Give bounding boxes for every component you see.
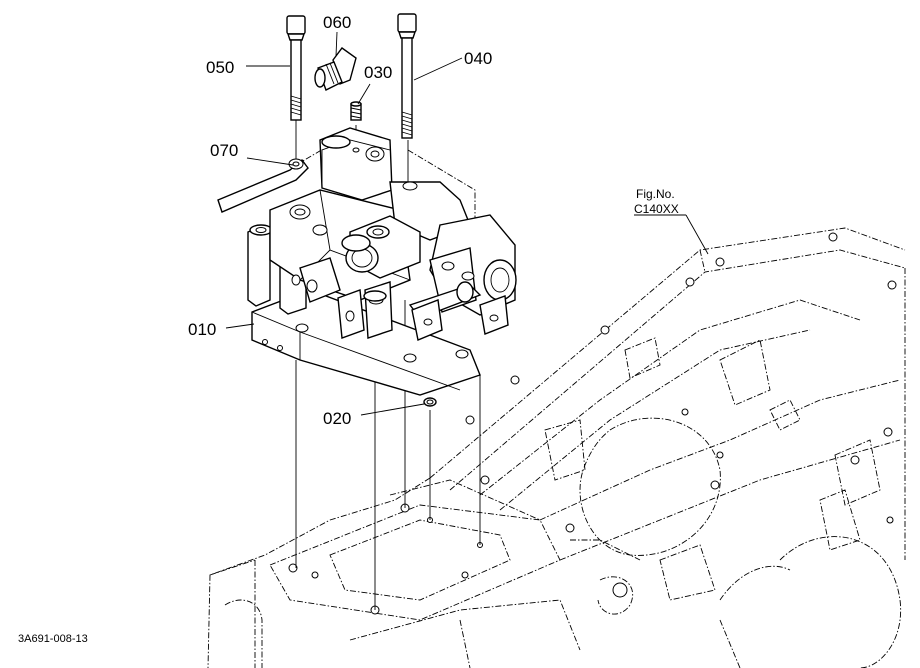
callout-020: 020: [323, 409, 351, 428]
case-bolt-holes: [288, 232, 897, 615]
bolt-040: [397, 13, 417, 139]
callout-050: 050: [206, 58, 234, 77]
callout-040: 040: [464, 49, 492, 68]
set-screw-030: [350, 101, 362, 121]
callout-070: 070: [210, 141, 238, 160]
o-ring-020: [423, 397, 437, 407]
elbow-fitting-060: [314, 47, 357, 91]
callout-leaders: [225, 31, 709, 416]
callout-010: 010: [188, 320, 216, 339]
callout-060: 060: [323, 13, 351, 32]
bolt-050: [286, 15, 306, 121]
fig-no-label: Fig.No.: [636, 187, 675, 201]
fig-no-code: C140XX: [634, 202, 679, 216]
valve-assembly-010: [247, 127, 517, 396]
plate-070: [217, 158, 309, 213]
callout-030: 030: [364, 63, 392, 82]
assembly-leader-lines: [295, 120, 481, 610]
drawing-id: 3A691-008-13: [18, 633, 88, 645]
transmission-case: [207, 227, 906, 668]
